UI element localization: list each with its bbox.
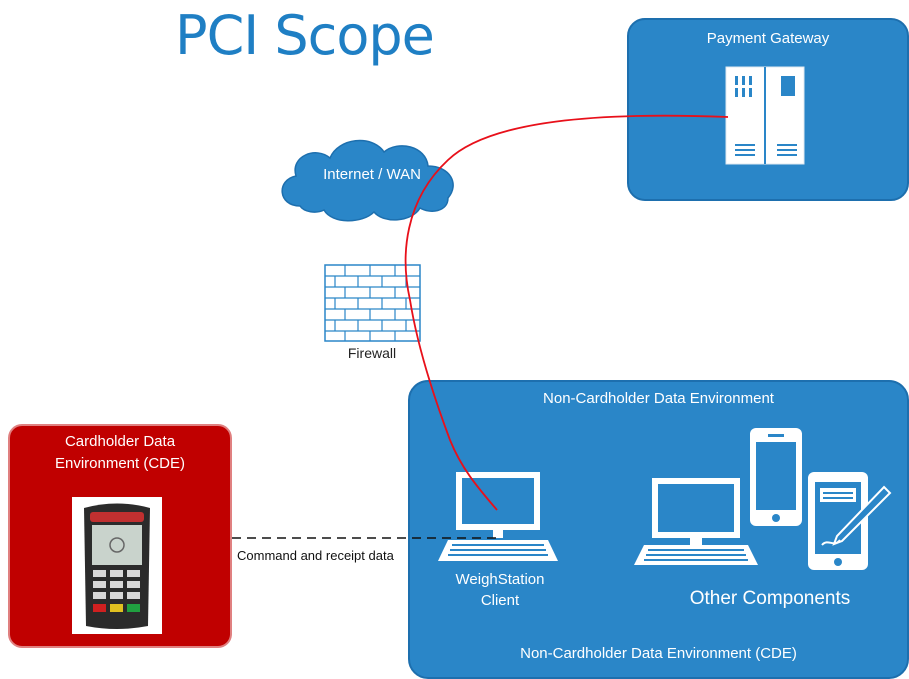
firewall-icon (324, 264, 421, 342)
cloud-icon (281, 139, 454, 222)
cde-title-line1: Cardholder Data (64, 433, 176, 450)
smartphone-icon (750, 428, 802, 526)
tablet-pen-icon (808, 472, 892, 570)
non-cde-title: Non-Cardholder Data Environment (543, 390, 774, 407)
page-title: PCI Scope (175, 4, 435, 67)
weighstation-label-line2: Client (480, 592, 520, 609)
cde-title-line2: Environment (CDE) (54, 455, 186, 472)
payment-gateway-label: Payment Gateway (706, 30, 830, 47)
connection-label: Command and receipt data (237, 548, 394, 563)
other-components-label: Other Components (689, 588, 851, 609)
server-icon (725, 66, 805, 165)
desktop-icon (438, 472, 558, 561)
non-cde-footer-label: Non-Cardholder Data Environment (CDE) (520, 645, 797, 662)
payment-route-path (404, 114, 729, 511)
payment-terminal-icon (72, 497, 162, 634)
cloud-label: Internet / WAN (323, 166, 421, 183)
firewall-label: Firewall (347, 345, 397, 361)
weighstation-label-line1: WeighStation (455, 571, 545, 588)
other-desktop-icon (634, 478, 758, 565)
